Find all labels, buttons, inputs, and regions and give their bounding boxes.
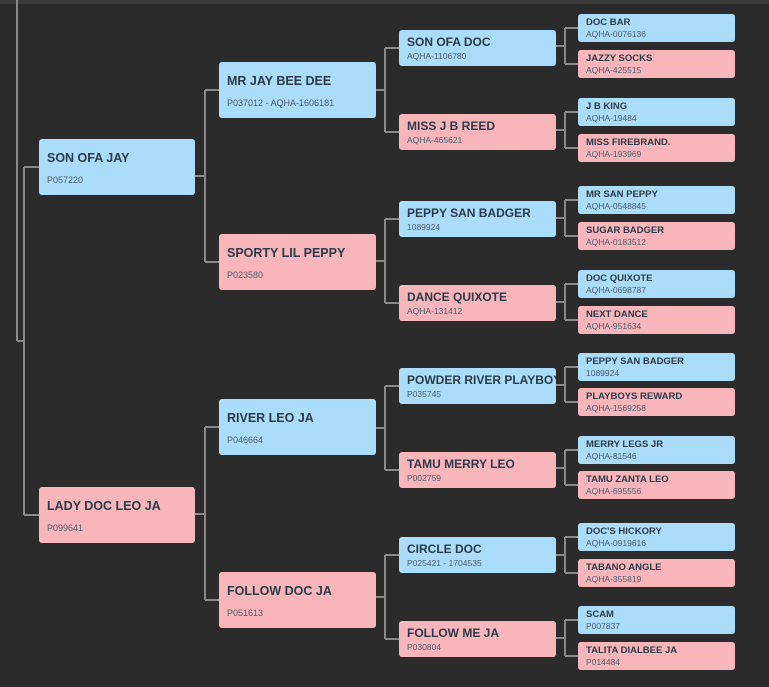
horse-registration: P099641	[47, 523, 84, 533]
horse-registration: P051613	[227, 608, 264, 618]
horse-name: J B KING	[586, 101, 628, 112]
horse-name: RIVER LEO JA	[227, 411, 314, 425]
horse-card-sss[interactable]: SON OFA DOC AQHA-1106780	[399, 30, 556, 66]
horse-registration: AQHA-81546	[586, 451, 637, 461]
horse-name: PLAYBOYS REWARD	[586, 391, 683, 402]
horse-name: CIRCLE DOC	[407, 542, 482, 556]
horse-card-dds[interactable]: CIRCLE DOC P025421 - 1704535	[399, 537, 556, 573]
horse-registration: P014484	[586, 657, 621, 667]
horse-name: MISS J B REED	[407, 119, 496, 133]
horse-registration: P046664	[227, 435, 264, 445]
horse-registration: AQHA-425515	[586, 65, 642, 75]
horse-name: SPORTY LIL PEPPY	[227, 246, 346, 260]
horse-registration: AQHA-1569258	[586, 403, 647, 413]
horse-name: TAMU ZANTA LEO	[586, 474, 669, 485]
horse-name: SON OFA JAY	[47, 151, 130, 165]
horse-name: DOC'S HICKORY	[586, 526, 662, 537]
horse-registration: P030804	[407, 642, 442, 652]
horse-card-ssd[interactable]: MISS J B REED AQHA-465621	[399, 114, 556, 150]
horse-card-ss[interactable]: MR JAY BEE DEE P037012 - AQHA-1606181	[219, 62, 376, 118]
horse-registration: AQHA-951634	[586, 321, 642, 331]
horse-name: MR JAY BEE DEE	[227, 74, 332, 88]
horse-card-dss[interactable]: POWDER RIVER PLAYBOY P035745	[399, 368, 556, 404]
horse-registration: AQHA-19484	[586, 113, 637, 123]
horse-name: MR SAN PEPPY	[586, 189, 658, 200]
horse-name: PEPPY SAN BADGER	[586, 356, 685, 367]
horse-name: FOLLOW ME JA	[407, 626, 499, 640]
horse-card-sds[interactable]: PEPPY SAN BADGER 1089924	[399, 201, 556, 237]
horse-registration: P037012 - AQHA-1606181	[227, 98, 335, 108]
horse-card-ds[interactable]: RIVER LEO JA P046664	[219, 399, 376, 455]
horse-registration: AQHA-131412	[407, 306, 463, 316]
horse-name: FOLLOW DOC JA	[227, 584, 332, 598]
horse-registration: AQHA-193969	[586, 149, 642, 159]
horse-registration: AQHA-0919616	[586, 538, 647, 548]
horse-card-d[interactable]: LADY DOC LEO JA P099641	[39, 487, 195, 543]
horse-name: MISS FIREBRAND.	[586, 137, 671, 148]
horse-name: DOC BAR	[586, 17, 631, 28]
horse-name: DOC QUIXOTE	[586, 273, 653, 284]
horse-card-sd[interactable]: SPORTY LIL PEPPY P023580	[219, 234, 376, 290]
horse-registration: P035745	[407, 389, 442, 399]
horse-name: LADY DOC LEO JA	[47, 499, 161, 513]
horse-name: TALITA DIALBEE JA	[586, 645, 678, 656]
horse-card-dd[interactable]: FOLLOW DOC JA P051613	[219, 572, 376, 628]
horse-registration: AQHA-1106780	[407, 51, 467, 61]
horse-name: PEPPY SAN BADGER	[407, 206, 531, 220]
horse-registration: 1089924	[586, 368, 620, 378]
horse-registration: P025421 - 1704535	[407, 558, 482, 568]
horse-name: SUGAR BADGER	[586, 225, 665, 236]
horse-name: TAMU MERRY LEO	[407, 457, 515, 471]
horse-registration: AQHA-0076136	[586, 29, 647, 39]
horse-registration: P023580	[227, 270, 264, 280]
horse-card-s[interactable]: SON OFA JAY P057220	[39, 139, 195, 195]
horse-registration: P002759	[407, 473, 442, 483]
horse-name: SCAM	[586, 609, 614, 620]
horse-registration: P007837	[586, 621, 621, 631]
horse-registration: AQHA-0548845	[586, 201, 647, 211]
horse-card-dsd[interactable]: TAMU MERRY LEO P002759	[399, 452, 556, 488]
horse-card-sdd[interactable]: DANCE QUIXOTE AQHA-131412	[399, 285, 556, 321]
horse-name: DANCE QUIXOTE	[407, 290, 508, 304]
horse-name: SON OFA DOC	[407, 35, 491, 49]
horse-registration: P057220	[47, 175, 84, 185]
horse-registration: AQHA-0183512	[586, 237, 647, 247]
horse-registration: AQHA-355819	[586, 574, 642, 584]
horse-card-ddd[interactable]: FOLLOW ME JA P030804	[399, 621, 556, 657]
horse-registration: AQHA-0698787	[586, 285, 647, 295]
horse-name: JAZZY SOCKS	[586, 53, 653, 64]
horse-name: TABANO ANGLE	[586, 562, 662, 573]
horse-registration: 1089924	[407, 222, 441, 232]
horse-name: NEXT DANCE	[586, 309, 648, 320]
top-divider	[0, 0, 769, 4]
horse-name: POWDER RIVER PLAYBOY	[407, 373, 556, 387]
horse-registration: AQHA-465621	[407, 135, 463, 145]
horse-registration: AQHA-695556	[586, 486, 642, 496]
horse-name: MERRY LEGS JR	[586, 439, 664, 450]
horse-card-ssdd[interactable]: MISS FIREBRAND.AQHA-193969	[578, 134, 735, 162]
